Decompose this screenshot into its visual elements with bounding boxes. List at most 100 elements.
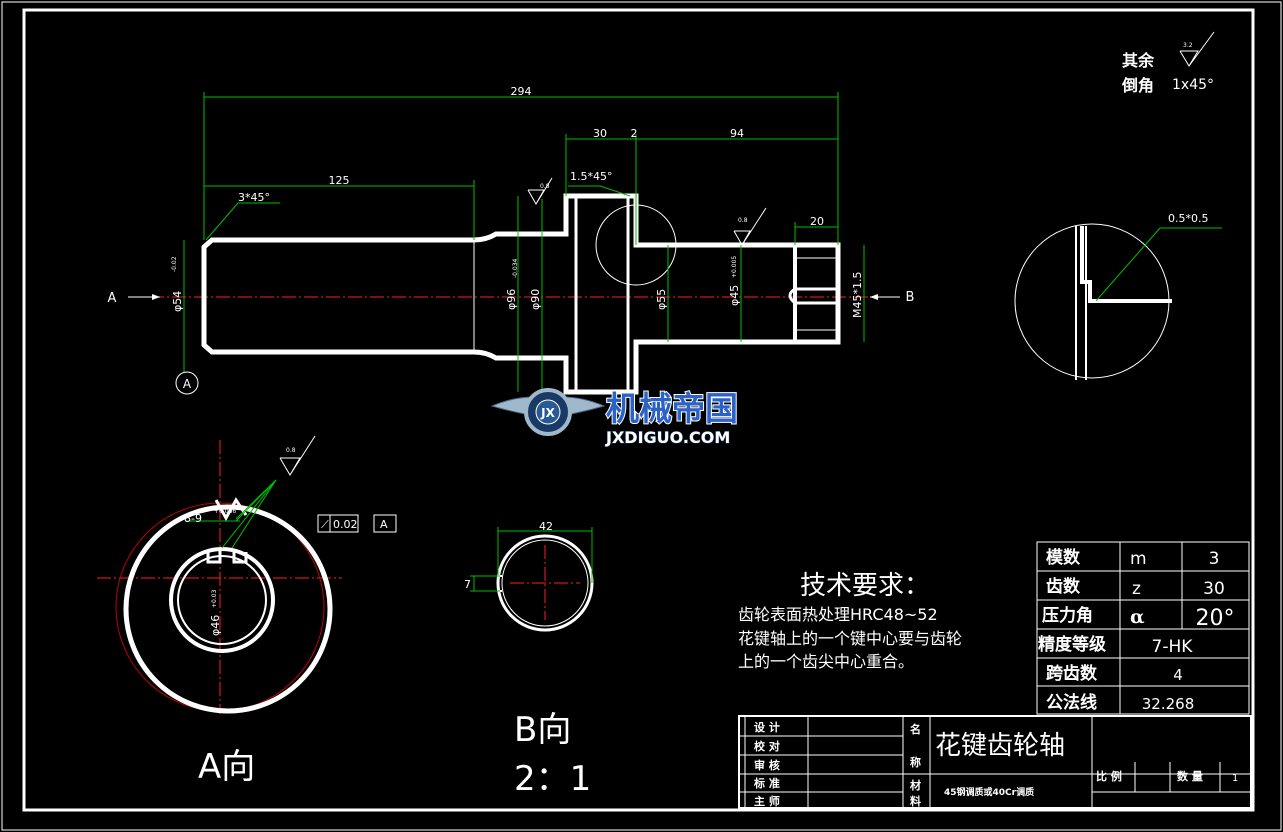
rough-symbol-3 — [279, 435, 316, 476]
dim-text-94: 94 — [730, 127, 744, 140]
dim-text-dia96: φ96 — [505, 289, 518, 310]
watermark-url: JXDIGUO.COM — [605, 428, 730, 447]
gdt-symbol: ⟋ — [321, 518, 329, 531]
param-value-4: 4 — [1173, 666, 1183, 684]
tech-line-2: 花键轴上的一个键中心要与齿轮 — [738, 629, 962, 648]
dim-text-dia45-tol: +0.005 — [731, 256, 738, 278]
material-label-top: 材 — [910, 778, 921, 792]
spline-text: 8-9 — [184, 512, 202, 525]
dim-text-dia54-tol: -0.02 — [171, 256, 178, 272]
shaft-main-view — [128, 92, 900, 395]
a-keyways — [206, 550, 248, 564]
param-label-5: 公法线 — [1046, 692, 1097, 713]
detail-leader — [1095, 227, 1161, 302]
tech-line-1: 齿轮表面热处理HRC48~52 — [738, 605, 938, 624]
watermark-title: 机械帝国 — [606, 389, 738, 428]
dim-text-dia90: φ90 — [529, 289, 542, 310]
gdt-datum-frame — [373, 514, 397, 533]
gdt-datum: A — [380, 518, 388, 531]
detail-chamfer-text: 0.5*0.5 — [1168, 212, 1209, 225]
b-view-label: B向 — [514, 710, 571, 750]
material-label-bottom: 料 — [910, 794, 921, 808]
rough-rest-label: 其余 — [1122, 51, 1155, 70]
dim-text-dia96-tol: -0.034 — [512, 258, 519, 278]
dim-text-chamfer-left: 3*45° — [238, 191, 270, 204]
role-1: 校 对 — [754, 739, 780, 753]
param-label-1: 齿数 — [1046, 576, 1081, 597]
param-table-border — [1036, 541, 1250, 715]
material-value: 45钢调质或40Cr调质 — [944, 786, 1034, 798]
name-label-top: 名 — [910, 722, 921, 736]
key-slot — [788, 287, 838, 305]
leader-1-5x45 — [568, 185, 631, 197]
dim-text-20: 20 — [810, 215, 824, 228]
dim-text-dia54: φ54 — [171, 291, 184, 312]
spline-tol: +0.036 — [214, 508, 236, 515]
a-view — [97, 435, 397, 714]
param-symbol-2: α — [1130, 606, 1145, 628]
a-outer-circle — [123, 504, 333, 714]
a-view-label: A向 — [198, 747, 255, 787]
rough-symbol-1 — [527, 177, 553, 206]
a-leader-4 — [231, 479, 277, 549]
b-view-scale: 2：1 — [514, 759, 591, 799]
b-inner — [501, 539, 589, 627]
arrow-a-label: A — [108, 291, 117, 306]
detail-edge-2 — [1080, 226, 1172, 303]
dim-text-294: 294 — [511, 85, 532, 98]
part-name: 花键齿轮轴 — [935, 731, 1065, 761]
a-tooth-space — [214, 497, 248, 522]
dim-text-dia45: φ45 — [728, 285, 741, 306]
tech-title: 技术要求： — [800, 571, 930, 601]
chamfer-value: 1x45° — [1172, 77, 1214, 93]
leader-3x45 — [205, 202, 280, 241]
dim-text-thread: M45*1.5 — [851, 272, 864, 318]
param-value-2: 20° — [1196, 606, 1235, 631]
shaft-outline — [201, 193, 841, 395]
param-value-1: 30 — [1203, 579, 1225, 599]
dim-text-chamfer-gear: 1.5*45° — [570, 170, 613, 183]
watermark: JX 机械帝国 JXDIGUO.COM — [490, 388, 739, 448]
rough-text-2: 0.8 — [738, 217, 748, 224]
inner-dia-tol: +0.03 — [211, 589, 218, 608]
arrow-a-head — [152, 294, 160, 300]
role-3: 标 准 — [753, 776, 780, 790]
param-symbol-0: m — [1130, 549, 1147, 569]
drawing-border — [22, 8, 1255, 812]
scale-label: 比 例 — [1096, 769, 1122, 783]
title-block-border — [738, 715, 1252, 809]
datum-label: A — [183, 377, 192, 391]
inner-dia-text: φ46 — [209, 615, 222, 636]
title-block — [738, 715, 1252, 809]
param-value-5: 32.268 — [1142, 695, 1195, 713]
dim-text-30: 30 — [593, 127, 607, 140]
name-label-bottom: 称 — [910, 755, 921, 769]
a-leader-2 — [235, 479, 277, 522]
dim-text-2: 2 — [631, 127, 638, 140]
param-label-3: 精度等级 — [1038, 634, 1106, 655]
arrow-b-head — [870, 294, 878, 300]
param-label-4: 跨齿数 — [1046, 663, 1098, 684]
watermark-logo: JX — [540, 406, 555, 420]
tech-line-3: 上的一个齿尖中心重合。 — [738, 652, 914, 671]
datum-circle — [175, 371, 199, 395]
qty-label: 数 量 — [1177, 769, 1203, 783]
a-bore-inner — [177, 555, 267, 645]
dim-text-dia55: φ55 — [655, 289, 668, 310]
rough-rest-value: 3.2 — [1183, 42, 1193, 49]
param-label-0: 模数 — [1046, 547, 1081, 568]
rough-symbol-rest — [1179, 31, 1215, 67]
param-symbol-1: z — [1132, 579, 1141, 599]
a-leader-3 — [221, 479, 277, 549]
param-label-2: 压力角 — [1042, 605, 1093, 626]
b-dim-text-42: 42 — [539, 520, 553, 533]
b-dim-text-7: 7 — [464, 578, 471, 591]
role-0: 设 计 — [754, 720, 780, 734]
role-2: 审 核 — [754, 758, 780, 772]
arrow-b-label: B — [906, 290, 915, 305]
qty-value: 1 — [1232, 773, 1238, 784]
dim-text-125: 125 — [329, 174, 350, 187]
rough-text-1: 0.8 — [540, 183, 550, 190]
